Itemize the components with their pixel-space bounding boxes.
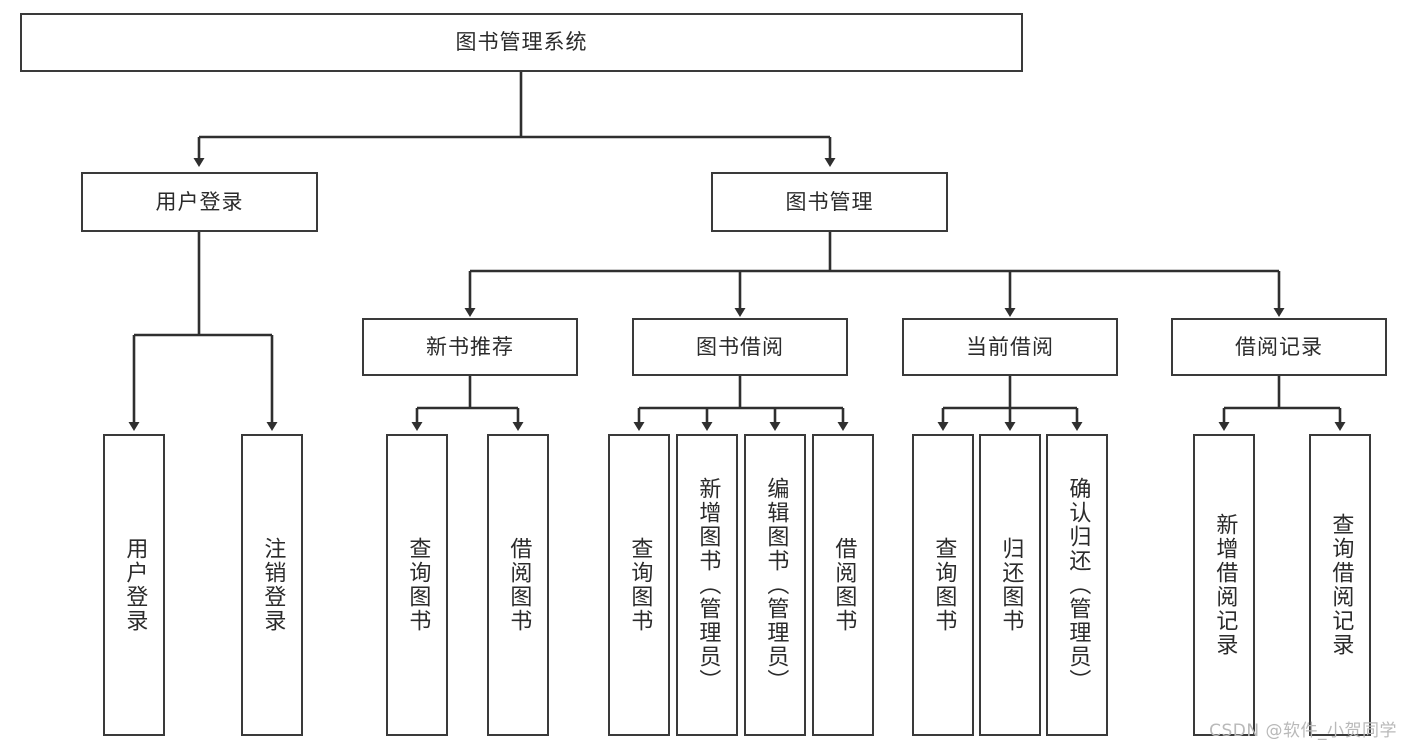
node-label: 查询借阅记录 [1328, 513, 1354, 657]
node-current-borrow[interactable]: 当前借阅 [902, 318, 1118, 376]
node-label: 用户登录 [122, 537, 148, 633]
node-label: 注销登录 [260, 537, 286, 633]
node-book-management[interactable]: 图书管理 [711, 172, 948, 232]
leaf-return-book[interactable]: 归还图书 [979, 434, 1041, 736]
node-new-book-recommend[interactable]: 新书推荐 [362, 318, 578, 376]
leaf-add-borrow-record[interactable]: 新增借阅记录 [1193, 434, 1255, 736]
node-label: 借阅记录 [1235, 334, 1323, 359]
node-label: 新增图书（管理员） [695, 477, 721, 693]
node-label: 借阅图书 [831, 537, 857, 633]
leaf-borrow-book-recommend[interactable]: 借阅图书 [487, 434, 549, 736]
node-label: 借阅图书 [506, 537, 532, 633]
leaf-user-login[interactable]: 用户登录 [103, 434, 165, 736]
leaf-query-borrow-record[interactable]: 查询借阅记录 [1309, 434, 1371, 736]
node-user-login[interactable]: 用户登录 [81, 172, 318, 232]
leaf-edit-book-admin[interactable]: 编辑图书（管理员） [744, 434, 806, 736]
node-label: 用户登录 [155, 189, 244, 214]
node-label: 编辑图书（管理员） [763, 477, 789, 693]
csdn-watermark: CSDN @软件_小贺同学 [1209, 721, 1397, 741]
node-label: 图书管理系统 [455, 30, 588, 55]
node-label: 查询图书 [931, 537, 957, 633]
node-label: 查询图书 [405, 537, 431, 633]
node-book-borrow[interactable]: 图书借阅 [632, 318, 848, 376]
node-label: 当前借阅 [966, 334, 1054, 359]
leaf-borrow-book[interactable]: 借阅图书 [812, 434, 874, 736]
node-label: 新书推荐 [426, 334, 514, 359]
leaf-query-book-borrow[interactable]: 查询图书 [608, 434, 670, 736]
leaf-add-book-admin[interactable]: 新增图书（管理员） [676, 434, 738, 736]
node-label: 新增借阅记录 [1212, 513, 1238, 657]
node-label: 归还图书 [998, 537, 1024, 633]
leaf-confirm-return-admin[interactable]: 确认归还（管理员） [1046, 434, 1108, 736]
node-borrow-record[interactable]: 借阅记录 [1171, 318, 1387, 376]
node-label: 查询图书 [627, 537, 653, 633]
node-label: 确认归还（管理员） [1065, 477, 1091, 693]
node-label: 图书管理 [785, 189, 874, 214]
leaf-query-book-recommend[interactable]: 查询图书 [386, 434, 448, 736]
node-label: 图书借阅 [696, 334, 784, 359]
leaf-logout[interactable]: 注销登录 [241, 434, 303, 736]
leaf-query-book-current[interactable]: 查询图书 [912, 434, 974, 736]
node-root-system[interactable]: 图书管理系统 [20, 13, 1023, 72]
